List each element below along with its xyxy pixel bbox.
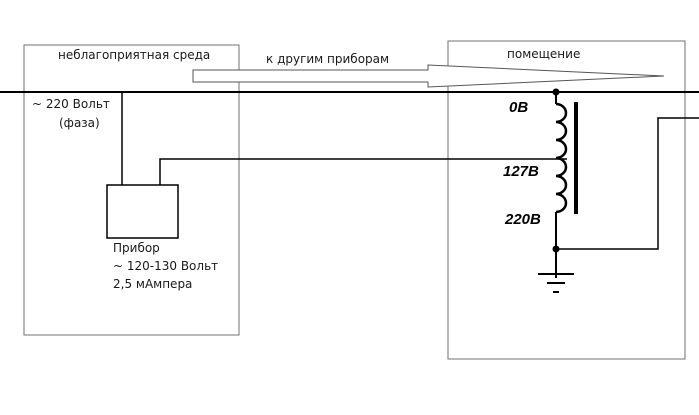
return-wire [556,117,699,250]
phase-label-line1: ~ 220 Вольт [32,97,110,111]
junction-top [552,88,560,96]
device-name: Прибор [113,241,160,255]
hostile-environment-title: неблагоприятная среда [58,48,211,62]
transformer-coil [555,102,568,214]
tap-label-127v: 127В [503,163,539,180]
room-title: помещение [507,47,581,61]
hostile-environment-zone [23,44,240,336]
phase-label-line2: (фаза) [59,116,100,130]
autotransformer [555,92,578,278]
tap-127-wire [159,158,567,185]
device-current: 2,5 мАмпера [113,277,193,291]
device-voltage: ~ 120-130 Вольт [113,259,219,273]
arrow-label: к другим приборам [266,52,390,66]
device-box[interactable] [106,184,179,239]
tap-label-220v: 220В [505,211,541,228]
arrow-to-other-devices [192,64,665,88]
room-zone [447,40,686,360]
ground-icon [538,273,574,293]
tap-label-0v: 0В [509,99,529,116]
